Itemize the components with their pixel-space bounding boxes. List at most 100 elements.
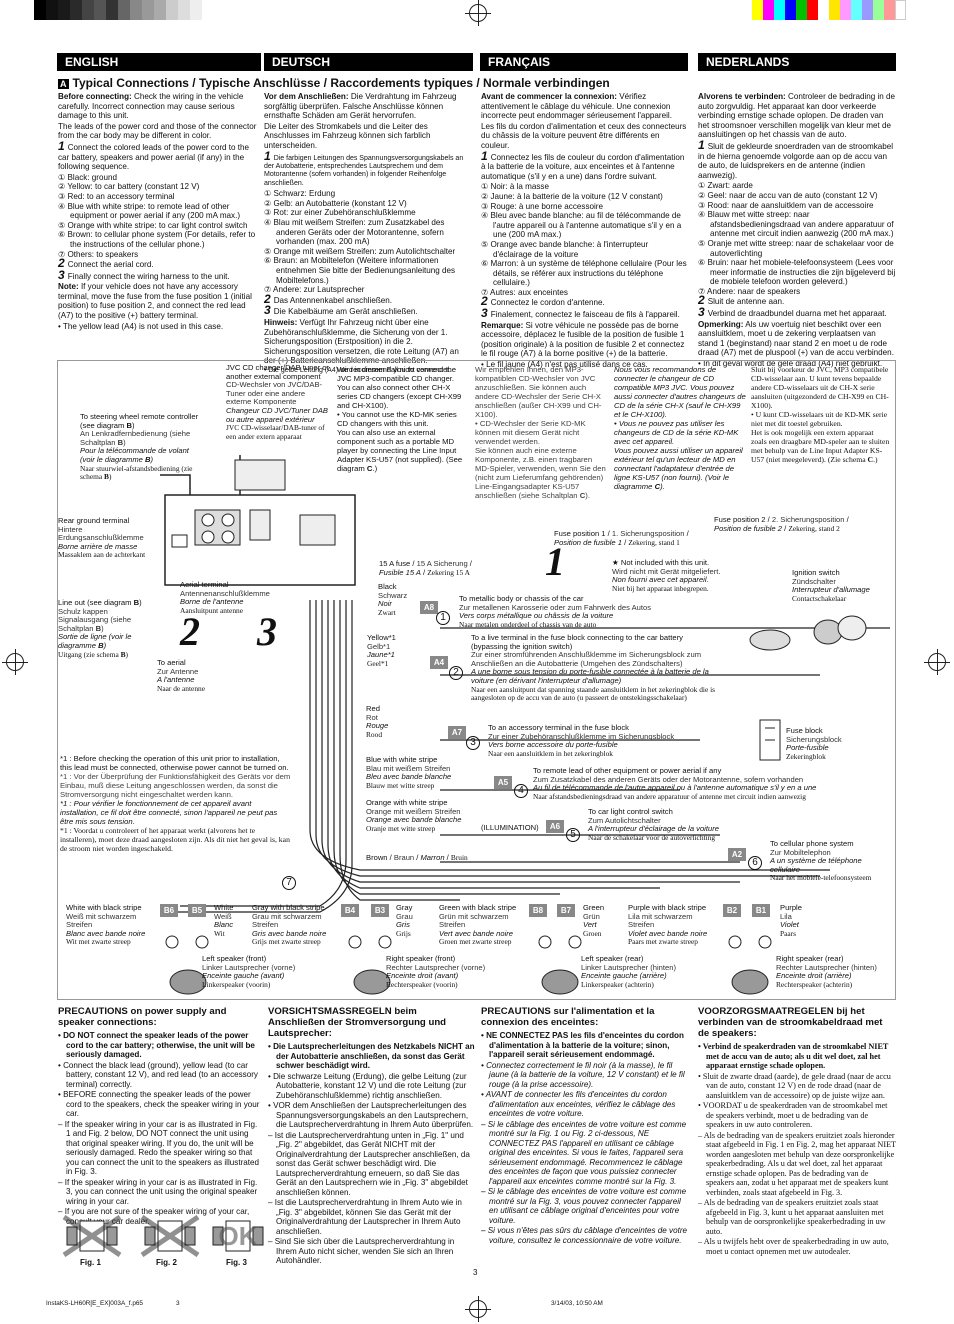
fig2-drawing xyxy=(140,1215,200,1257)
connector-B2: B2 xyxy=(723,904,741,917)
fig1-label: Fig. 1 xyxy=(80,1258,101,1267)
cd-note-fr: Nous vous recommandons de connecter le c… xyxy=(614,365,746,491)
prec-english: PRECAUTIONS on power supply and speaker … xyxy=(58,1006,260,1226)
wire-number-6: 6 xyxy=(748,856,762,870)
fig2-label: Fig. 2 xyxy=(156,1258,177,1267)
registration-mark-top xyxy=(465,0,491,26)
col-deutsch: Vor dem Anschließen: Die Verdrahtung im … xyxy=(264,92,464,374)
step-2-marker: 2 xyxy=(180,609,200,654)
connector-A6: A6 xyxy=(546,820,564,833)
spk-label-right-front: Right speaker (front)Rechter Lautspreche… xyxy=(386,954,486,989)
fig1-drawing xyxy=(62,1215,122,1257)
line-out-label: Line out (see diagram B)Schulz kappen Si… xyxy=(58,598,142,659)
ignition-key-icon xyxy=(813,615,867,645)
grayscale-bar xyxy=(34,0,202,20)
speaker-icons xyxy=(165,935,772,995)
footer-date: 3/14/03, 10:50 AM xyxy=(551,1300,603,1307)
fuse-pos2-label: Fuse position 2 / 2. Sicherungsposition … xyxy=(714,515,849,533)
connector-B6: B6 xyxy=(160,904,178,917)
prec-francais: PRECAUTIONS sur l'alimentation et la con… xyxy=(481,1006,688,1245)
head-unit-drawing xyxy=(160,455,356,586)
connector-A7: A7 xyxy=(448,726,466,739)
live-terminal-label: To a live terminal in the fuse block con… xyxy=(471,633,716,703)
fuse-pos1-label: Fuse position 1 / 1. Sicherungsposition … xyxy=(554,529,689,547)
spk-label-right-rear: Right speaker (rear)Rechter Lautsprecher… xyxy=(776,954,877,989)
spk-label-left-rear: Left speaker (rear)Linker Lautsprecher (… xyxy=(581,954,676,989)
registration-mark-left xyxy=(2,649,28,675)
cd-note-en: We recommend you to connect the JVC MP3-… xyxy=(337,365,463,473)
fig3-drawing: OK xyxy=(212,1220,264,1252)
cd-note-de: Wir empfehlen Ihnen, den MP3-kompatiblen… xyxy=(475,365,606,500)
section-letter: A xyxy=(58,79,69,89)
col-english: Before connecting: Check the wiring in t… xyxy=(58,92,257,331)
connector-B3: B3 xyxy=(371,904,389,917)
registration-mark-bottom xyxy=(465,1296,491,1322)
wire-number-4: 4 xyxy=(514,784,528,798)
step-3-marker: 3 xyxy=(257,609,277,654)
lang-deutsch: DEUTSCH xyxy=(264,53,473,71)
color-bar xyxy=(752,0,906,20)
connector-B7: B7 xyxy=(557,904,575,917)
wire-number-2: 2 xyxy=(449,666,463,680)
wire-number-5: 5 xyxy=(566,828,580,842)
prec-nederlands: VOORZORGSMAATREGELEN bij het verbinden v… xyxy=(698,1006,896,1256)
jvc-cd-label: JVC CD changer/DAB tuner or another exte… xyxy=(226,363,329,441)
wire-harness xyxy=(170,600,890,913)
connector-B4: B4 xyxy=(341,904,359,917)
page-number: 3 xyxy=(473,1268,478,1277)
wire-brown-label: Brown / Braun / Marron / Bruin xyxy=(366,853,468,862)
cd-note-nl: Sluit bij voorkeur de JVC, MP3 compatibe… xyxy=(751,365,890,464)
footer-file: InstaKS-LH60R[E_EX]003A_f.p65 xyxy=(46,1300,143,1307)
illumination-label: (ILLUMINATION) xyxy=(481,823,539,832)
prec-deutsch: VORSICHTSMASSREGELN beim Anschließen der… xyxy=(268,1006,475,1265)
connector-A4: A4 xyxy=(430,656,448,669)
connector-A8: A8 xyxy=(420,601,438,614)
lang-english: ENGLISH xyxy=(57,53,261,71)
connector-B1: B1 xyxy=(752,904,770,917)
fig3-label: Fig. 3 xyxy=(226,1258,247,1267)
wire-number-3: 3 xyxy=(466,736,480,750)
remote-lead-label: To remote lead of other equipment or pow… xyxy=(533,766,817,801)
footer-page: 3 xyxy=(176,1300,180,1307)
connector-A5: A5 xyxy=(494,776,512,789)
diagram-frame xyxy=(57,360,896,1000)
connector-B5: B5 xyxy=(188,904,206,917)
col-nederlands: Alvorens te verbinden: Controleer de bed… xyxy=(698,92,896,369)
fuse-15a-label: 15 A fuse / 15 A Sicherung /Fusible 15 A… xyxy=(379,559,472,577)
step-1-marker: 1 xyxy=(545,539,565,584)
fig3-ok: OK xyxy=(219,1221,258,1251)
not-included-label: ★ Not included with this unit.Wird nicht… xyxy=(612,558,721,593)
spk-label-left-front: Left speaker (front)Linker Lautsprecher … xyxy=(202,954,296,989)
steering-label: To steering wheel remote controller (see… xyxy=(80,412,199,482)
wire-number-7: 7 xyxy=(282,876,296,890)
col-francais: Avant de commencer la connexion: Vérifie… xyxy=(481,92,687,370)
registration-mark-right xyxy=(924,649,950,675)
wire-number-1: 1 xyxy=(436,611,450,625)
lang-nederlands: NEDERLANDS xyxy=(698,53,896,71)
accessory-label: To an accessory terminal in the fuse blo… xyxy=(488,723,675,758)
connector-A2: A2 xyxy=(728,848,746,861)
star-notes: *1 : Before checking the operation of th… xyxy=(60,754,291,853)
